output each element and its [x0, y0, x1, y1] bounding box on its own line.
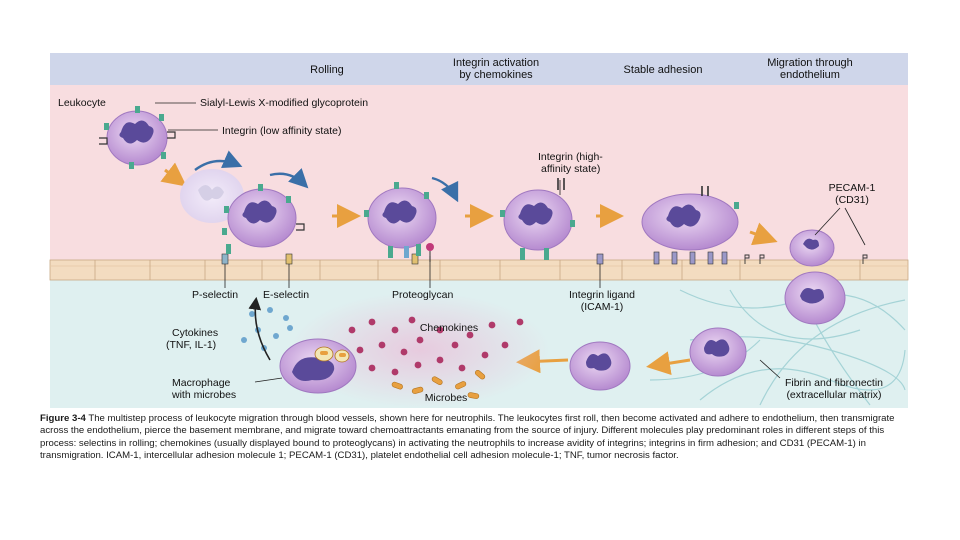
label-chemokines: Chemokines — [420, 322, 478, 334]
label-cytokines-2: (TNF, IL-1) — [166, 339, 216, 351]
stage-migration-1: Migration through — [767, 57, 853, 69]
leukocyte-in-tissue-1 — [689, 327, 747, 377]
label-p-selectin: P-selectin — [192, 289, 238, 301]
stage-integrin-activation-2: by chemokines — [459, 69, 533, 81]
label-macrophage-2: with microbes — [171, 389, 236, 401]
label-microbes: Microbes — [425, 392, 468, 404]
label-leukocyte: Leukocyte — [58, 97, 106, 109]
stage-migration-2: endothelium — [780, 69, 840, 81]
label-macrophage-1: Macrophage — [172, 377, 231, 389]
leukocyte-activation — [364, 182, 437, 258]
label-integrin-high-1: Integrin (high- — [538, 151, 603, 163]
stage-integrin-activation-1: Integrin activation — [453, 57, 539, 69]
leukocyte-in-tissue-2 — [569, 341, 631, 391]
label-integrin-low: Integrin (low affinity state) — [222, 125, 341, 137]
vessel-lumen — [50, 85, 908, 260]
stage-rolling: Rolling — [310, 64, 344, 76]
leukocyte-stable-adhesion — [641, 186, 739, 251]
endothelial-receptors — [221, 243, 868, 265]
label-pecam-1: PECAM-1 — [829, 182, 876, 194]
label-e-selectin: E-selectin — [263, 289, 309, 301]
label-fibrin-2: (extracellular matrix) — [786, 389, 881, 401]
label-integrin-ligand-1: Integrin ligand — [569, 289, 635, 301]
figure-label: Figure 3-4 — [40, 413, 86, 424]
cytokines — [241, 307, 293, 351]
stage-stable-adhesion: Stable adhesion — [624, 64, 703, 76]
label-sialyl: Sialyl-Lewis X-modified glycoprotein — [200, 97, 368, 109]
figure-caption: Figure 3-4 The multistep process of leuk… — [40, 413, 912, 463]
header-band — [50, 53, 908, 85]
leader-lines — [155, 102, 866, 383]
label-pecam-2: (CD31) — [835, 194, 869, 206]
label-cytokines-1: Cytokines — [172, 327, 218, 339]
leukocyte-rolling — [222, 184, 305, 254]
macrophage — [279, 338, 357, 394]
leukocyte-first — [99, 106, 176, 169]
chemokine-gradient — [290, 292, 550, 408]
label-integrin-high-2: affinity state) — [541, 163, 600, 175]
cytokine-arrow — [248, 296, 271, 361]
endothelium — [49, 259, 909, 281]
chemokines — [344, 316, 524, 376]
label-proteoglycan: Proteoglycan — [392, 289, 453, 301]
rolling-arrows — [194, 150, 459, 203]
label-integrin-ligand-2: (ICAM-1) — [581, 301, 624, 313]
leukocyte-transmigrating — [784, 229, 846, 325]
label-fibrin-1: Fibrin and fibronectin — [785, 377, 883, 389]
leukocyte-high-affinity — [500, 178, 575, 260]
caption-text: The multistep process of leukocyte migra… — [40, 413, 895, 462]
microbes — [391, 369, 486, 399]
